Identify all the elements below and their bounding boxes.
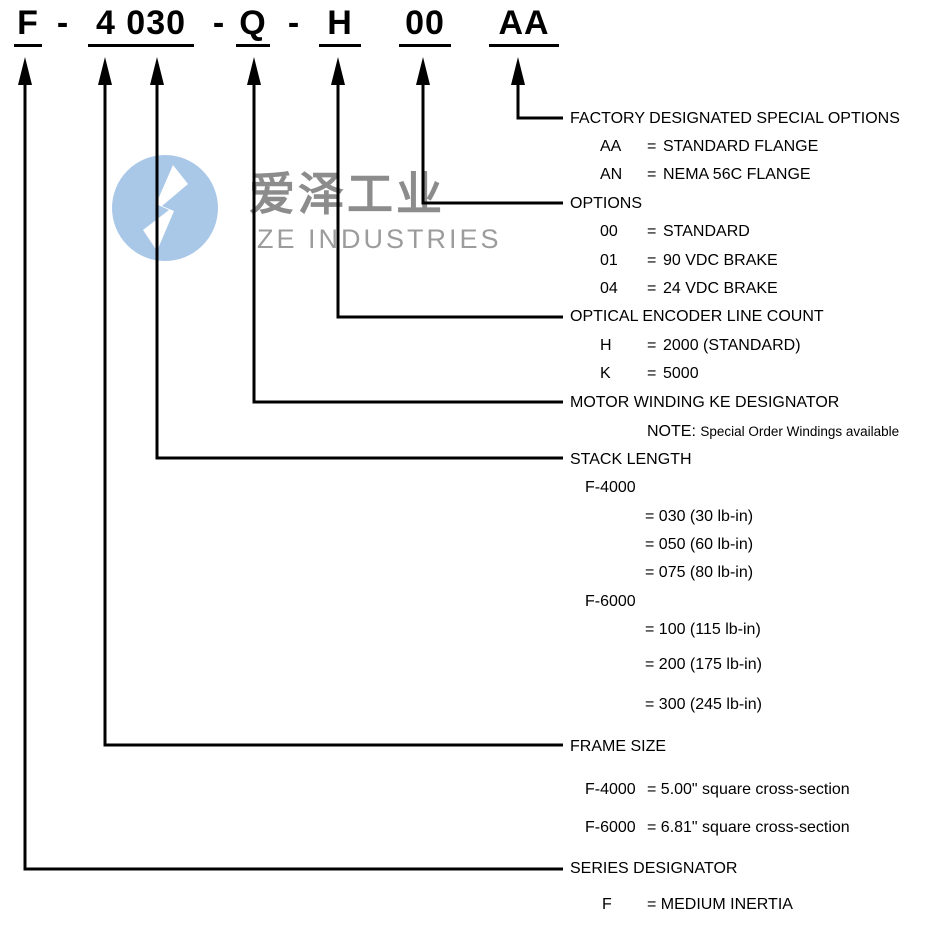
option-code: H (600, 337, 612, 354)
series-code: F (602, 896, 612, 913)
option-value: 2000 (STANDARD) (663, 337, 801, 354)
option-value: STANDARD (663, 223, 750, 240)
section-label-factory: FACTORY DESIGNATED SPECIAL OPTIONS (570, 110, 900, 127)
stack-value: = 100 (115 lb-in) (645, 621, 761, 638)
options-row-00: 00 = STANDARD (600, 221, 750, 243)
pn-dash: - (56, 4, 70, 42)
section-label-winding: MOTOR WINDING KE DESIGNATOR (570, 394, 840, 411)
connector-options (421, 80, 563, 205)
connector-winding (252, 80, 563, 404)
section-label-frame: FRAME SIZE (570, 738, 667, 755)
note-text: Special Order Windings available (700, 424, 900, 439)
option-code: AA (600, 138, 622, 155)
winding-note: NOTE: Special Order Windings available (647, 421, 899, 443)
pn-segment-options: 00 (399, 3, 451, 47)
equals-sign: = (647, 365, 657, 382)
option-code: K (600, 365, 611, 382)
frame-value: = 6.81" square cross-section (647, 819, 850, 836)
pn-segment-frame-stack: 4 030 (88, 3, 194, 47)
arrowhead-options (416, 57, 430, 85)
note-label: NOTE: (647, 423, 696, 440)
pn-segment-series: F (14, 3, 42, 47)
frame-row-f4000: F-4000 = 5.00" square cross-section (585, 779, 850, 801)
options-row-04: 04 = 24 VDC BRAKE (600, 278, 778, 300)
series-value: = MEDIUM INERTIA (647, 896, 793, 913)
ze-industries-logo-icon (112, 155, 218, 261)
connector-series (23, 80, 563, 871)
options-row-01: 01 = 90 VDC BRAKE (600, 250, 778, 272)
frame-value: = 5.00" square cross-section (647, 781, 850, 798)
option-value: 90 VDC BRAKE (663, 252, 778, 269)
pn-dash: - (287, 4, 301, 42)
connector-stack (155, 80, 563, 460)
stack-value: = 200 (175 lb-in) (645, 656, 762, 673)
option-value: STANDARD FLANGE (663, 138, 819, 155)
option-code: 00 (600, 223, 618, 240)
connector-encoder (336, 80, 563, 319)
arrowhead-winding (247, 57, 261, 85)
equals-sign: = (647, 223, 657, 240)
option-code: 01 (600, 252, 618, 269)
frame-code: F-4000 (585, 781, 636, 798)
frame-row-f6000: F-6000 = 6.81" square cross-section (585, 817, 850, 839)
option-value: NEMA 56C FLANGE (663, 166, 811, 183)
arrowhead-stack (150, 57, 164, 85)
arrowhead-series (18, 57, 32, 85)
option-code: AN (600, 166, 623, 183)
stack-value: = 300 (245 lb-in) (645, 696, 762, 713)
frame-code: F-6000 (585, 819, 636, 836)
factory-row-aa: AA = STANDARD FLANGE (600, 136, 818, 158)
equals-sign: = (647, 337, 657, 354)
encoder-row-h: H = 2000 (STANDARD) (600, 335, 801, 357)
equals-sign: = (647, 252, 657, 269)
series-row-f: F = MEDIUM INERTIA (602, 894, 793, 916)
arrowhead-frame (98, 57, 112, 85)
encoder-row-k: K = 5000 (600, 363, 699, 385)
arrowhead-factory (511, 57, 525, 85)
section-label-stack: STACK LENGTH (570, 451, 692, 468)
equals-sign: = (647, 280, 657, 297)
factory-row-an: AN = NEMA 56C FLANGE (600, 164, 811, 186)
pn-segment-special: AA (489, 3, 559, 47)
section-label-series: SERIES DESIGNATOR (570, 860, 738, 877)
pn-segment-encoder: H (319, 3, 361, 47)
stack-group-f4000: F-4000 (585, 479, 636, 496)
option-value: 24 VDC BRAKE (663, 280, 778, 297)
connector-frame (103, 80, 563, 747)
equals-sign: = (647, 138, 657, 155)
arrowhead-encoder (331, 57, 345, 85)
connector-factory (516, 80, 563, 120)
section-label-encoder: OPTICAL ENCODER LINE COUNT (570, 308, 824, 325)
equals-sign: = (647, 166, 657, 183)
pn-dash: - (212, 4, 226, 42)
stack-value: = 030 (30 lb-in) (645, 508, 754, 525)
option-code: 04 (600, 280, 618, 297)
watermark-latin-text: ZE INDUSTRIES (257, 224, 502, 254)
pn-segment-winding: Q (236, 3, 270, 47)
option-value: 5000 (663, 365, 699, 382)
stack-value: = 075 (80 lb-in) (645, 564, 754, 581)
watermark-cjk-text: 爱泽工业 (249, 168, 445, 220)
section-label-options: OPTIONS (570, 195, 643, 212)
stack-group-f6000: F-6000 (585, 593, 636, 610)
stack-value: = 050 (60 lb-in) (645, 536, 754, 553)
